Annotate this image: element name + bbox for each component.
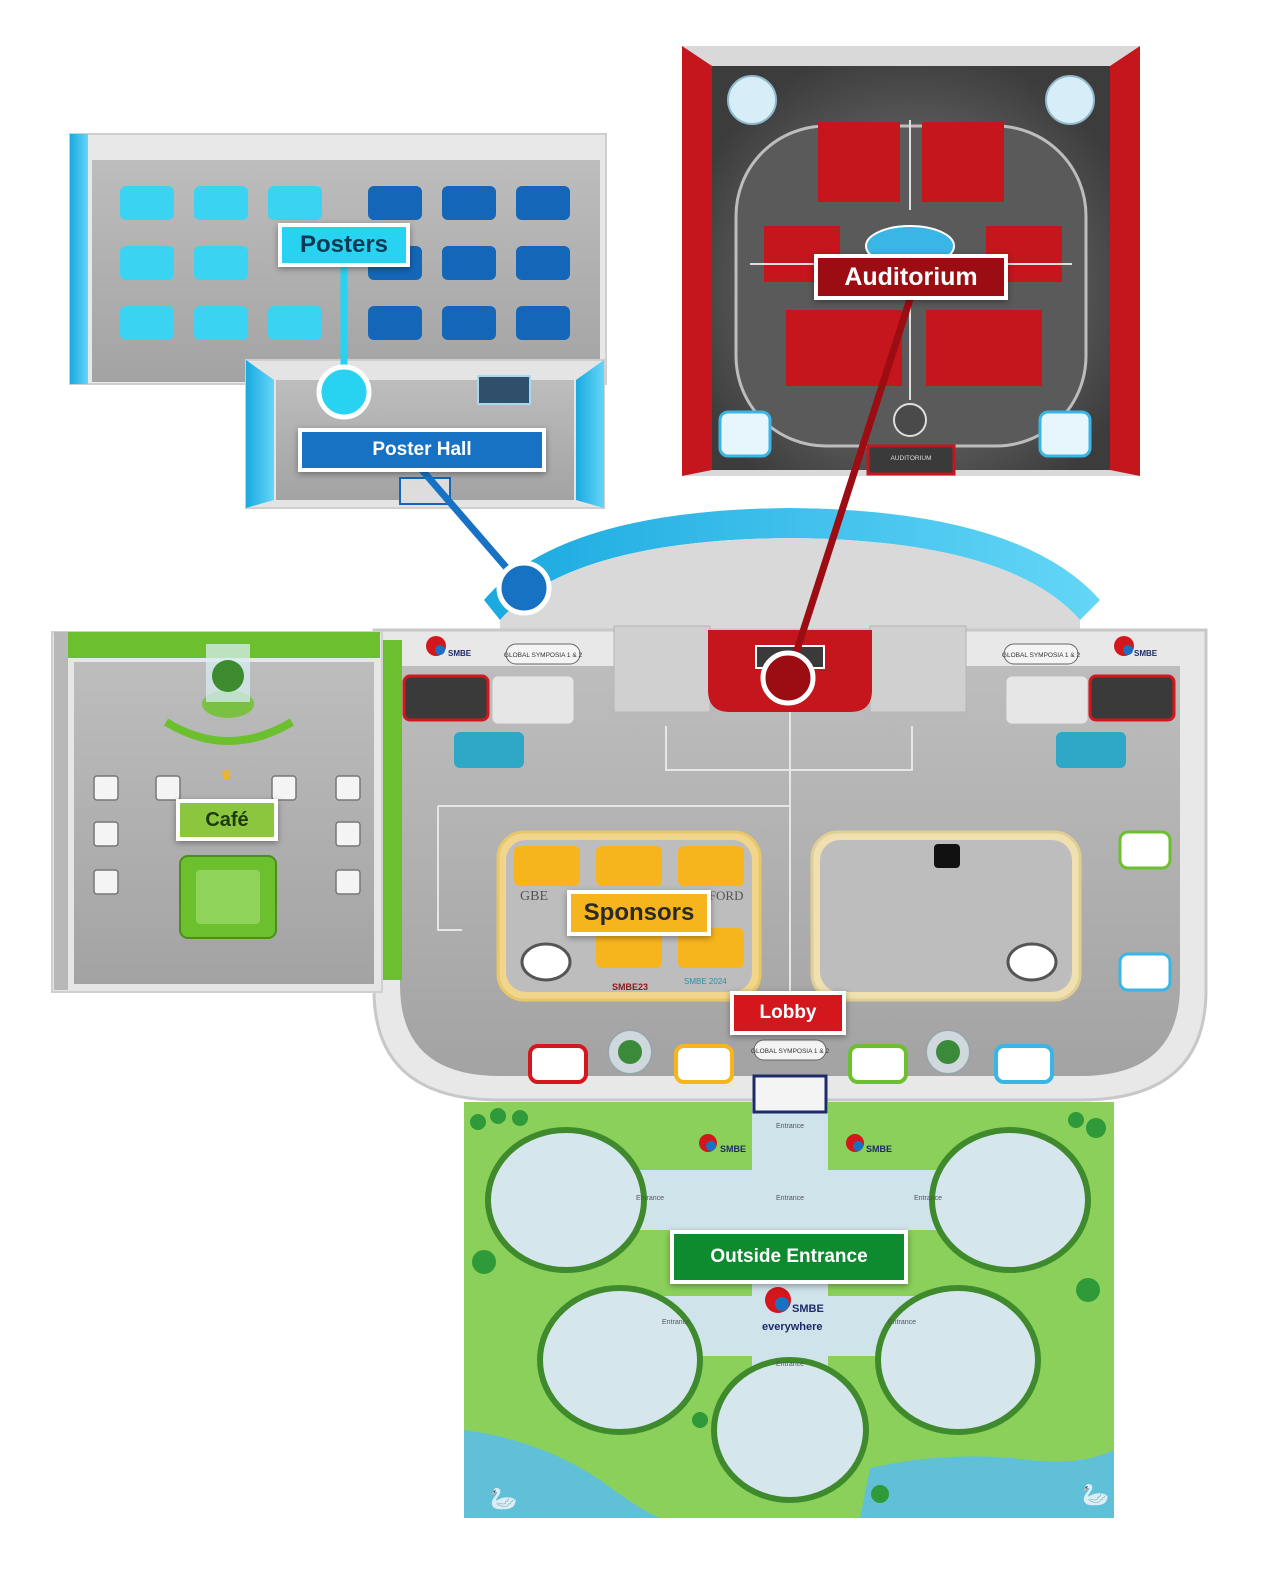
entrance-sign: Entrance [776, 1123, 804, 1130]
entrance-sign: Entrance [636, 1195, 664, 1202]
cafe-area: ♛ [51, 631, 383, 993]
posters-label[interactable]: Posters [278, 223, 410, 267]
smbe-logo: SMBE everywhere [762, 1287, 824, 1333]
poster-hall-pin[interactable] [496, 560, 552, 616]
smbe-logo: SMBE [426, 636, 472, 658]
sponsor-gbe-logo: GBE [520, 889, 548, 904]
entrance-sign: Entrance [776, 1361, 804, 1368]
global-symposia-text: GLOBAL SYMPOSIA 1 & 2 [1002, 652, 1081, 659]
global-symposia-text: GLOBAL SYMPOSIA 1 & 2 [751, 1048, 830, 1055]
sponsors-label[interactable]: Sponsors [567, 890, 711, 936]
auditorium-pin[interactable] [760, 650, 816, 706]
svg-text:SMBE: SMBE [866, 1144, 892, 1154]
smbe-logo: SMBE [1114, 636, 1158, 658]
piano-icon [934, 844, 960, 868]
outside-entrance-area: 🦢 🦢 Entrance Entrance Entrance Entrance … [464, 1102, 1114, 1518]
garden-trees [470, 1108, 1106, 1503]
poster-hall-label[interactable]: Poster Hall [298, 428, 546, 472]
svg-text:SMBE: SMBE [1134, 649, 1158, 658]
garden-plaza [485, 1127, 1091, 1503]
sponsor-smbe2024-logo: SMBE 2024 [684, 977, 727, 986]
entrance-sign: Entrance [662, 1319, 690, 1326]
svg-text:everywhere: everywhere [762, 1321, 823, 1333]
smbe-logo: SMBE [846, 1134, 892, 1154]
global-symposia-sign: GLOBAL SYMPOSIA 1 & 2 [504, 643, 583, 665]
global-symposia-sign: GLOBAL SYMPOSIA 1 & 2 [1002, 643, 1081, 665]
global-symposia-text: GLOBAL SYMPOSIA 1 & 2 [504, 652, 583, 659]
svg-text:SMBE: SMBE [720, 1144, 746, 1154]
global-symposia-sign: GLOBAL SYMPOSIA 1 & 2 [751, 1039, 830, 1061]
outside-entrance-label[interactable]: Outside Entrance [670, 1230, 908, 1284]
swan-icon: 🦢 [1082, 1482, 1109, 1507]
smbe-logo: SMBE [699, 1134, 746, 1154]
entrance-sign: Entrance [888, 1319, 916, 1326]
sponsor-booths [514, 846, 744, 968]
map-connectors [316, 260, 915, 706]
entrance-sign: Entrance [914, 1195, 942, 1202]
svg-text:SMBE: SMBE [792, 1303, 824, 1315]
posters-pin[interactable] [316, 364, 372, 420]
auditorium-door-sign: AUDITORIUM [890, 455, 931, 462]
auditorium-label[interactable]: Auditorium [814, 254, 1008, 300]
sponsor-smbe23-logo: SMBE23 [612, 982, 648, 992]
cafe-label[interactable]: Café [176, 799, 278, 841]
poster-booths [120, 186, 570, 340]
svg-text:SMBE: SMBE [448, 649, 472, 658]
crown-icon: ♛ [220, 767, 233, 783]
swan-icon: 🦢 [490, 1486, 517, 1511]
lobby-label[interactable]: Lobby [730, 991, 846, 1035]
entrance-sign: Entrance [776, 1195, 804, 1202]
lobby-bottom-booths [528, 1029, 1054, 1084]
